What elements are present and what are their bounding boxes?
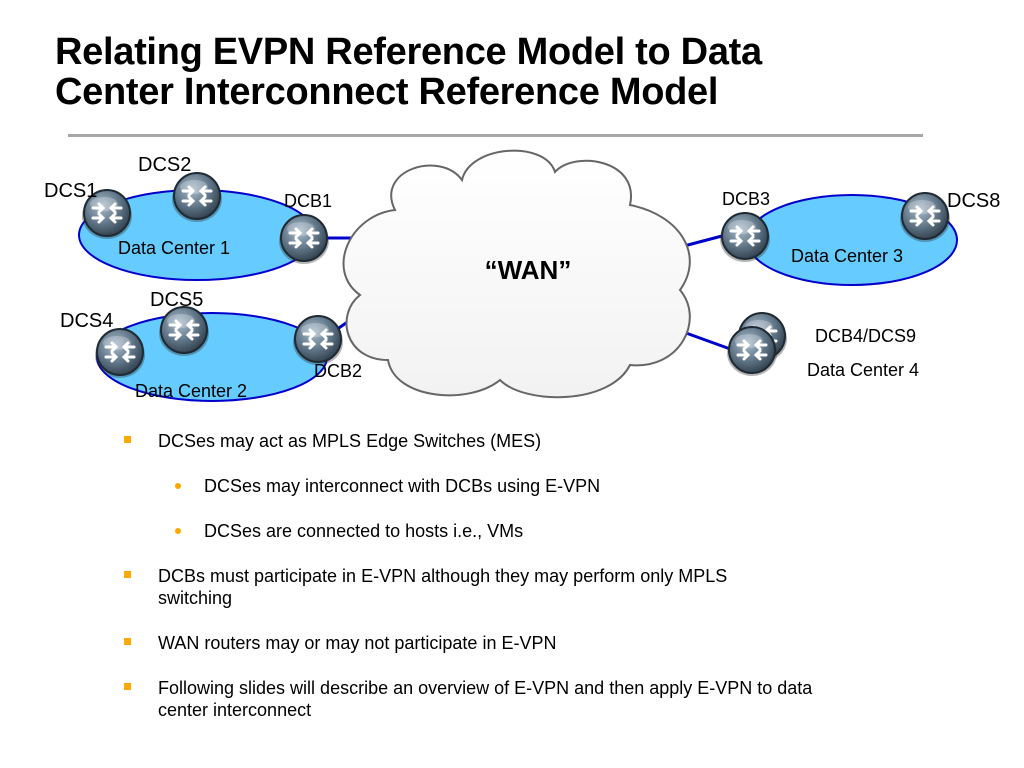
bullet-list: DCSes may act as MPLS Edge Switches (MES… (120, 430, 840, 744)
sub-bullet-item: DCSes are connected to hosts i.e., VMs (120, 520, 840, 542)
title-divider (68, 134, 923, 137)
label-dcs4: DCS4 (60, 310, 113, 332)
label-dcb4-dcs9: DCB4/DCS9 (815, 326, 916, 346)
router-dcs4 (93, 327, 147, 380)
label-data-center-1: Data Center 1 (118, 238, 230, 258)
label-dcs5: DCS5 (150, 289, 203, 311)
label-data-center-3: Data Center 3 (791, 246, 903, 266)
network-diagram: “WAN” DCS2 DCS1 DCB1 Data Center 1 DCS5 … (44, 149, 1000, 402)
link-dcb4-wan (685, 331, 734, 352)
bullet-item: DCSes may act as MPLS Edge Switches (MES… (120, 430, 840, 452)
wan-label: “WAN” (485, 255, 572, 285)
link-dcb3-wan (683, 234, 723, 248)
label-dcb1: DCB1 (284, 191, 332, 211)
label-dcs1: DCS1 (44, 180, 97, 202)
router-dcs2 (170, 171, 224, 224)
slide-title: Relating EVPN Reference Model to Data Ce… (55, 32, 955, 112)
label-dcb3: DCB3 (722, 189, 770, 209)
router-dcb4-dcs9 (725, 325, 779, 378)
wan-cloud (342, 149, 691, 399)
label-dcb2: DCB2 (314, 361, 362, 381)
label-dcs2: DCS2 (138, 154, 191, 176)
label-dcs8: DCS8 (947, 190, 1000, 212)
bullet-item: WAN routers may or may not participate i… (120, 632, 840, 654)
router-dcb2 (291, 314, 345, 367)
bullet-item: DCBs must participate in E-VPN although … (120, 565, 778, 609)
title-line-1: Relating EVPN Reference Model to Data (55, 31, 762, 73)
router-dcb3 (718, 211, 772, 264)
label-data-center-4: Data Center 4 (807, 360, 919, 380)
sub-bullet-item: DCSes may interconnect with DCBs using E… (120, 475, 840, 497)
label-data-center-2: Data Center 2 (135, 381, 247, 401)
router-dcs8 (898, 191, 952, 244)
bullet-item: Following slides will describe an overvi… (120, 677, 814, 721)
title-line-2: Center Interconnect Reference Model (55, 71, 719, 113)
router-dcb1 (277, 213, 331, 266)
router-dcs5 (157, 305, 211, 358)
